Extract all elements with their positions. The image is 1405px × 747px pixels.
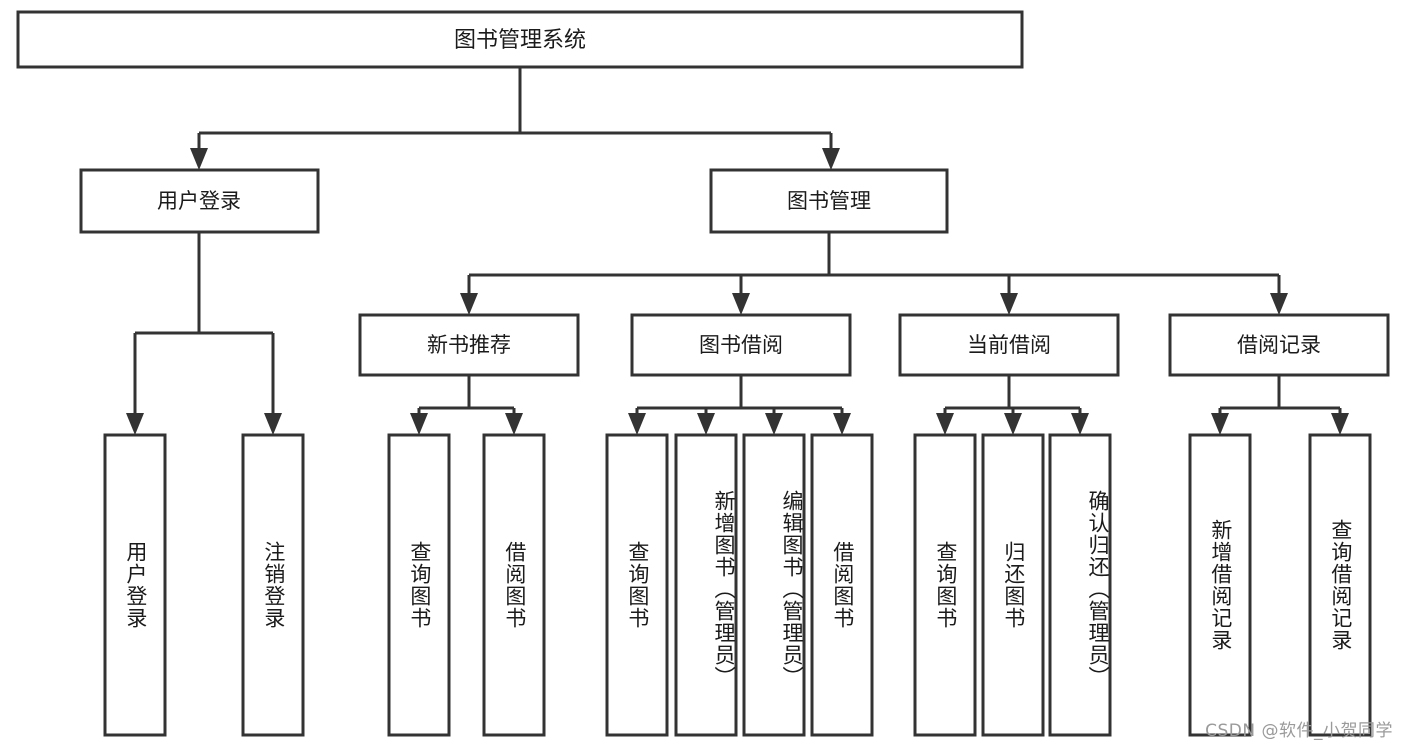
- connector-booklevel-to-level3: [460, 232, 1288, 315]
- node-book-management-label: 图书管理: [787, 189, 871, 213]
- node-root[interactable]: 图书管理系统: [16, 10, 1024, 69]
- node-new-book-recommend-label: 新书推荐: [427, 333, 511, 357]
- connector-borrow-to-leaves: [628, 375, 851, 435]
- node-borrow-record[interactable]: 借阅记录: [1168, 313, 1390, 377]
- node-book-management[interactable]: 图书管理: [709, 168, 949, 234]
- leaf-box-return-book[interactable]: [981, 433, 1045, 737]
- connector-newbook-to-leaves: [410, 375, 523, 435]
- connector-root-to-level2: [190, 67, 840, 170]
- leaf-box-add-book-admin[interactable]: [674, 433, 738, 737]
- leaf-boxes: [103, 433, 1372, 737]
- leaf-box-query-book-borrow[interactable]: [605, 433, 669, 737]
- leaf-box-user-login[interactable]: [103, 433, 167, 737]
- node-user-login[interactable]: 用户登录: [79, 168, 320, 234]
- node-user-login-label: 用户登录: [157, 189, 241, 213]
- leaf-box-query-book-current[interactable]: [913, 433, 977, 737]
- node-current-borrow[interactable]: 当前借阅: [898, 313, 1120, 377]
- node-new-book-recommend[interactable]: 新书推荐: [358, 313, 580, 377]
- node-borrow-record-label: 借阅记录: [1237, 333, 1321, 357]
- node-book-borrow-label: 图书借阅: [699, 333, 783, 357]
- node-book-borrow[interactable]: 图书借阅: [630, 313, 852, 377]
- leaf-box-confirm-return-admin[interactable]: [1048, 433, 1112, 737]
- connector-current-to-leaves: [936, 375, 1089, 435]
- leaf-box-query-borrow-record[interactable]: [1308, 433, 1372, 737]
- node-root-label: 图书管理系统: [454, 28, 586, 53]
- connector-record-to-leaves: [1211, 375, 1349, 435]
- leaf-box-edit-book-admin[interactable]: [742, 433, 806, 737]
- leaf-box-logout[interactable]: [241, 433, 305, 737]
- csdn-watermark: CSDN @软件_小贺同学: [1205, 721, 1393, 741]
- connector-userlogin-to-leaves: [126, 232, 282, 435]
- leaf-box-add-borrow-record[interactable]: [1188, 433, 1252, 737]
- leaf-box-borrow-book[interactable]: [810, 433, 874, 737]
- leaf-box-query-book-recommend[interactable]: [387, 433, 451, 737]
- leaf-box-borrow-book-recommend[interactable]: [482, 433, 546, 737]
- node-current-borrow-label: 当前借阅: [967, 333, 1051, 357]
